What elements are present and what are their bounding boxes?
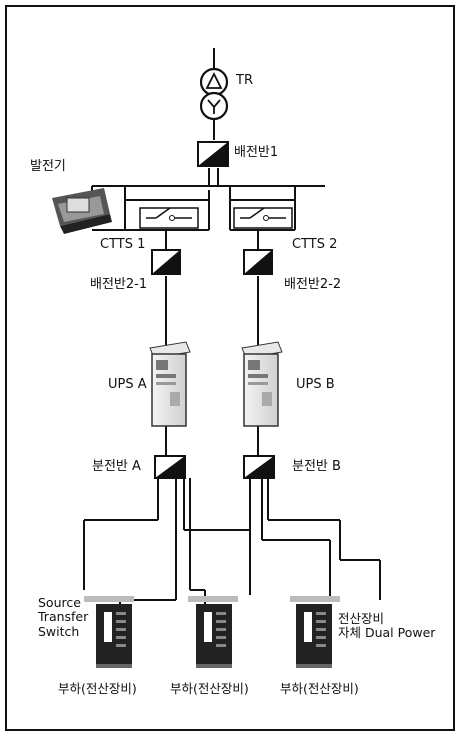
subpanel-a-label: 분전반 A [92, 459, 141, 474]
subpanel-b-label: 분전반 B [292, 459, 341, 474]
dual-power-label: 전산장비 자체 Dual Power [338, 611, 436, 641]
load-server-2-icon [188, 596, 238, 668]
panel-2-2-icon [243, 249, 273, 275]
ups-a-icon [149, 341, 191, 427]
ups-b-label: UPS B [296, 377, 335, 392]
transformer-icon [199, 67, 229, 121]
main-panel-label: 배전반1 [234, 145, 279, 160]
generator-label: 발전기 [30, 159, 66, 174]
ctts-1-label: CTTS 1 [100, 237, 146, 252]
ups-b-icon [241, 341, 283, 427]
load-server-3-icon [290, 596, 340, 668]
panel-2-1-label: 배전반2-1 [90, 277, 148, 292]
wires [83, 48, 381, 615]
generator-icon [52, 188, 112, 234]
panel-2-2-label: 배전반2-2 [284, 277, 342, 292]
sts-label: Source Transfer Switch [38, 595, 89, 639]
panel-2-1-icon [151, 249, 181, 275]
ups-a-label: UPS A [108, 377, 147, 392]
main-panel-icon [197, 141, 229, 167]
subpanel-a-icon [154, 455, 186, 479]
load-label-1: 부하(전산장비) [58, 681, 137, 696]
ctts-1-icon [139, 207, 199, 229]
load-label-3: 부하(전산장비) [280, 681, 359, 696]
load-server-1-icon [84, 596, 134, 668]
load-label-2: 부하(전산장비) [170, 681, 249, 696]
transformer-label: TR [236, 73, 253, 88]
diagram-border [5, 5, 455, 731]
subpanel-b-icon [243, 455, 275, 479]
ctts-2-label: CTTS 2 [292, 237, 338, 252]
ctts-2-icon [233, 207, 293, 229]
